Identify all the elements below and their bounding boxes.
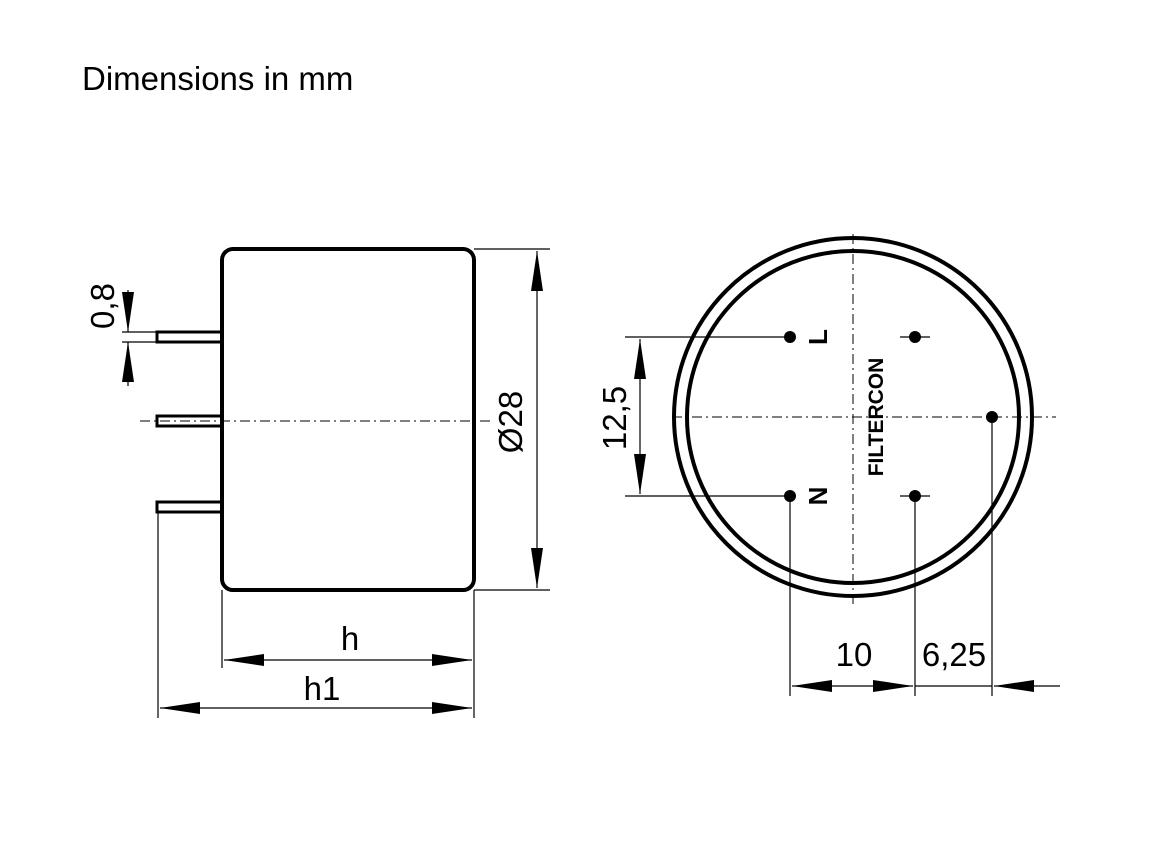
pin-top xyxy=(155,330,224,344)
dim-height: h xyxy=(221,590,475,718)
side-view: 0,8 Ø28 h h1 xyxy=(84,247,550,718)
dim-pin-spacing-horizontal: 10 6,25 xyxy=(789,417,1060,696)
dim-height-total: h1 xyxy=(157,512,472,718)
page-title: Dimensions in mm xyxy=(82,60,354,97)
pin-diameter-label: 0,8 xyxy=(84,283,121,329)
dim-pin-spacing-vertical: 12,5 xyxy=(596,336,790,497)
component-body-side xyxy=(220,247,476,592)
height-total-label: h1 xyxy=(304,670,341,707)
terminal-n-label: N xyxy=(803,487,833,506)
terminal-l-label: L xyxy=(803,329,833,345)
dim-body-diameter: Ø28 xyxy=(474,248,550,591)
bottom-view: L N FILTERCON 12,5 10 6,25 xyxy=(596,234,1060,696)
pin-bottom xyxy=(155,500,224,514)
pin-offset-label: 6,25 xyxy=(922,636,986,673)
pin-spacing-horizontal-label: 10 xyxy=(836,636,873,673)
height-label: h xyxy=(341,620,359,657)
dim-pin-diameter: 0,8 xyxy=(84,283,157,386)
pins-side xyxy=(155,330,224,514)
brand-label: FILTERCON xyxy=(865,358,888,477)
pin-spacing-vertical-label: 12,5 xyxy=(596,386,633,450)
body-diameter-label: Ø28 xyxy=(492,391,529,453)
